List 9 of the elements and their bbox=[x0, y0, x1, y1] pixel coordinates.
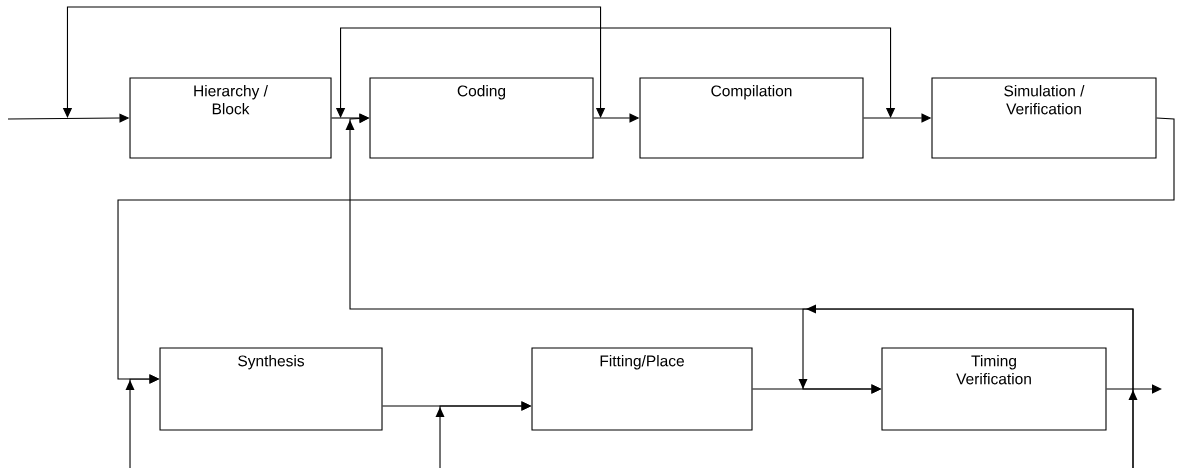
process-box: Simulation / Verification bbox=[931, 77, 1157, 159]
process-box: Fitting/Place bbox=[531, 347, 753, 431]
arrow bbox=[345, 113, 1134, 468]
arrow bbox=[1106, 384, 1162, 394]
process-box: Synthesis bbox=[159, 347, 383, 431]
process-box: Compilation bbox=[639, 77, 864, 159]
process-box: Timing Verification bbox=[881, 347, 1107, 431]
process-box: Coding bbox=[369, 77, 594, 159]
process-box: Hierarchy / Block bbox=[129, 77, 332, 159]
